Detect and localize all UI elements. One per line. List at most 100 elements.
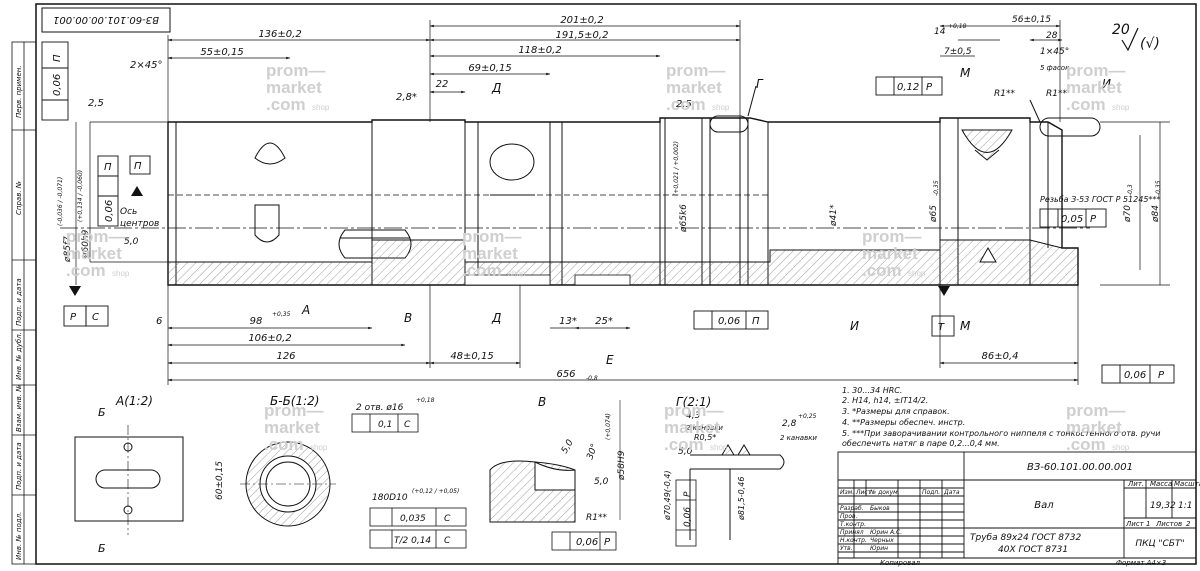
dimension-lines bbox=[75, 20, 1170, 385]
watermark-4-l2: market bbox=[66, 244, 122, 263]
section-a-title: А(1:2) bbox=[115, 394, 153, 408]
title-role-6: Утв. bbox=[840, 545, 853, 552]
dim-98: 98 bbox=[250, 316, 263, 327]
strip-label-1: Перв. примен. bbox=[15, 65, 23, 118]
title-role-4: Принял bbox=[840, 529, 864, 536]
datum-r-box: Р bbox=[70, 312, 77, 323]
dim-roughness-2-5-mid: 2,5 bbox=[676, 99, 692, 110]
section-a-view bbox=[74, 425, 184, 535]
watermark-7-l3: .com bbox=[264, 435, 304, 454]
datum-p-box: П bbox=[104, 162, 112, 173]
section-g-frame-datum: Р bbox=[683, 491, 693, 497]
frame3-datum: Р bbox=[926, 82, 933, 93]
dim-d84-tol: -0,35 bbox=[1155, 180, 1162, 196]
note-6: обеспечить натяг в паре 0,2...0,4 мм. bbox=[842, 439, 1000, 448]
dim-6: 6 bbox=[156, 316, 162, 327]
watermark-5-shop: shop bbox=[508, 269, 526, 278]
strip-label-2: Справ. № bbox=[15, 181, 23, 215]
dim-d65-tol: -0,35 bbox=[933, 180, 940, 196]
watermark-5-l2: market bbox=[462, 244, 518, 263]
detail-callouts bbox=[709, 85, 1101, 137]
strip-label-7: Инв. № подл. bbox=[15, 512, 23, 560]
frame3-value: 0,12 bbox=[897, 82, 919, 93]
side-strip bbox=[11, 41, 37, 565]
watermark-1-l2: market bbox=[266, 78, 322, 97]
view-label-g: Г bbox=[756, 77, 764, 91]
watermark-4-shop: shop bbox=[112, 269, 130, 278]
frame1-value: 0,06 bbox=[52, 74, 63, 96]
note-1: 1. 30...34 HRC. bbox=[842, 386, 902, 395]
watermark-9-shop: shop bbox=[1112, 443, 1130, 452]
title-block bbox=[837, 451, 1197, 565]
title-scale-label: Масштаб bbox=[1174, 480, 1200, 488]
dim-chamfer-2x45: 2×45° bbox=[130, 60, 162, 71]
roughness-general: 20 bbox=[1112, 22, 1130, 38]
watermark-3-l3: .com bbox=[1066, 95, 1106, 114]
watermark-5-l3: .com bbox=[462, 261, 502, 280]
dim-d60: ø60h9 bbox=[81, 229, 91, 259]
section-g-frame bbox=[675, 479, 697, 547]
axis-label-1: Ось bbox=[120, 207, 137, 217]
watermark-2-l1: prom— bbox=[666, 61, 726, 80]
title-name: Вал bbox=[1034, 500, 1054, 511]
dim-656-tol: -0,8 bbox=[586, 375, 598, 382]
watermark-6-l1: prom— bbox=[862, 227, 922, 246]
section-g-grooves-2: 2 канавки bbox=[780, 434, 817, 442]
section-g-2-8: 2,8 bbox=[782, 419, 797, 429]
watermark-2-l2: market bbox=[666, 78, 722, 97]
watermarks: prom— market .com shop prom— market .com… bbox=[66, 61, 1130, 454]
frame4-datum: Р bbox=[1090, 214, 1097, 225]
watermark-2-l3: .com bbox=[666, 95, 706, 114]
dim-22: 22 bbox=[436, 79, 449, 90]
roughness-bracket: (√) bbox=[1140, 36, 1160, 52]
watermark-6-l2: market bbox=[862, 244, 918, 263]
frame2-value: 0,06 bbox=[104, 200, 115, 222]
dim-191-5: 191,5±0,2 bbox=[556, 30, 609, 41]
watermark-2-shop: shop bbox=[712, 103, 730, 112]
strip-label-4: Инв. № дубл. bbox=[15, 332, 23, 380]
watermark-3-l2: market bbox=[1066, 78, 1122, 97]
note-5: 5. ***При заворачивании контрольного нип… bbox=[842, 429, 1160, 438]
title-role-5: Н.контр. bbox=[840, 537, 867, 544]
shaft-section-hatch bbox=[167, 129, 1079, 286]
dim-5-0: 5,0 bbox=[124, 237, 139, 247]
title-role-3: Т.контр. bbox=[840, 521, 866, 528]
dim-1x45: 1×45° bbox=[1040, 47, 1069, 57]
dim-d70: ø70 bbox=[1123, 205, 1133, 223]
frame5-datum: П bbox=[752, 316, 760, 327]
dim-R1-right: R1** bbox=[1046, 89, 1067, 99]
dim-106: 106±0,2 bbox=[248, 333, 291, 344]
dim-roughness-2-5-left: 2,5 bbox=[88, 98, 104, 109]
title-col-date: Дата bbox=[943, 489, 960, 496]
watermark-7-l1: prom— bbox=[264, 401, 324, 420]
dim-69: 69±0,15 bbox=[468, 63, 511, 74]
frame6-value: 0,06 bbox=[1124, 370, 1146, 381]
view-label-i-top: И bbox=[1102, 77, 1111, 91]
dim-d60-tol: (+0,134 / -0,060) bbox=[77, 170, 84, 222]
dim-14-tol: +0,18 bbox=[948, 23, 967, 30]
title-material-2: 40Х ГОСТ 8731 bbox=[998, 545, 1068, 555]
title-copied: Копировал bbox=[880, 559, 921, 567]
section-v-view bbox=[489, 400, 621, 523]
title-format: Формат А4×3 bbox=[1116, 559, 1166, 567]
dim-25: 25* bbox=[595, 316, 613, 327]
watermark-1-l1: prom— bbox=[266, 61, 326, 80]
view-label-m-top: М bbox=[960, 66, 971, 80]
frame6-datum: Р bbox=[1158, 370, 1165, 381]
title-sheet-label: Лист bbox=[1125, 520, 1145, 528]
dim-86: 86±0,4 bbox=[981, 351, 1018, 362]
section-v-frame bbox=[551, 531, 617, 551]
section-b-frames bbox=[351, 413, 467, 549]
section-v-5-0b: 5,0 bbox=[594, 477, 609, 487]
title-col-sign: Подп. bbox=[922, 489, 940, 496]
section-g-d81-5: ø81,5-0,46 bbox=[737, 477, 746, 521]
section-b-mark-bottom: Б bbox=[98, 542, 106, 555]
dim-d84: ø84 bbox=[1151, 205, 1161, 223]
datum-t-box: Т bbox=[938, 322, 945, 333]
dim-2-8: 2,8* bbox=[396, 92, 417, 103]
section-b-holes-tol: +0,18 bbox=[416, 397, 435, 404]
title-mass: 19,32 bbox=[1150, 501, 1176, 511]
watermark-8-l1: prom— bbox=[664, 401, 724, 420]
section-v-5-0: 5,0 bbox=[560, 438, 576, 456]
